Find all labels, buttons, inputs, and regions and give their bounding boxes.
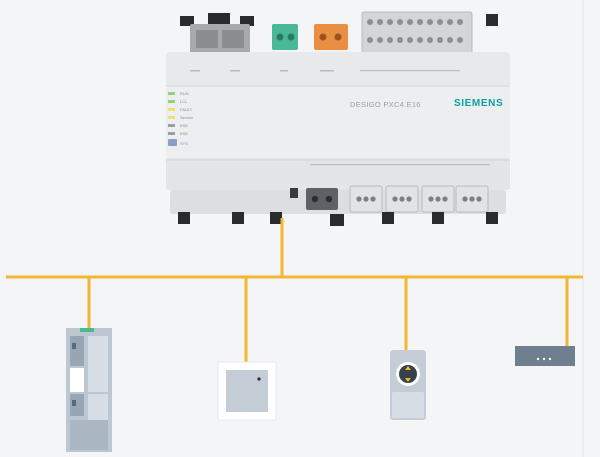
sensor-face bbox=[226, 370, 268, 412]
terminal-marking-row bbox=[190, 70, 490, 166]
io-module-rack-icon bbox=[66, 328, 112, 452]
io-terminal-strip-top bbox=[361, 11, 473, 57]
rack-led bbox=[72, 343, 76, 349]
led-service bbox=[168, 116, 175, 119]
green-terminal-block bbox=[272, 24, 298, 50]
led-label: BSE bbox=[180, 123, 188, 128]
led-bse-2 bbox=[168, 132, 175, 135]
automation-controller: RUN LCL FAULT Service BSE BSE SYS DESIGO… bbox=[166, 11, 510, 226]
mount-clip-top-right bbox=[486, 14, 498, 26]
led-bse bbox=[168, 124, 175, 127]
siemens-logo: SIEMENS bbox=[454, 98, 503, 109]
green-terminal-screw bbox=[276, 33, 284, 41]
rj45-port-1 bbox=[196, 30, 218, 48]
rack-status-strip bbox=[80, 328, 94, 332]
sensor-led bbox=[257, 377, 261, 381]
green-terminal-screw bbox=[287, 33, 295, 41]
led-label: Service bbox=[180, 115, 194, 120]
network-router-icon bbox=[515, 346, 575, 366]
led-lcl bbox=[168, 100, 175, 103]
led-fault bbox=[168, 108, 175, 111]
router-body bbox=[515, 346, 575, 366]
controller-model-label: DESIGO PXC4.E16 bbox=[350, 100, 421, 109]
router-led bbox=[542, 357, 546, 361]
rack-module bbox=[70, 420, 108, 450]
housing-bottom-band bbox=[166, 158, 510, 190]
io-terminal-screws-top bbox=[367, 19, 463, 43]
housing-top-band bbox=[166, 52, 510, 88]
bus-terminal-screw bbox=[325, 195, 333, 203]
bus-terminal-screw bbox=[311, 195, 319, 203]
led-label: RUN bbox=[180, 91, 189, 96]
io-terminal-strip-bottom bbox=[349, 185, 489, 213]
mount-clip-top bbox=[240, 16, 254, 26]
status-led-column: RUN LCL FAULT Service BSE BSE SYS bbox=[168, 91, 194, 146]
operator-dial-knob bbox=[399, 365, 417, 383]
service-button bbox=[168, 139, 177, 146]
led-label: FAULT bbox=[180, 107, 193, 112]
orange-terminal-block bbox=[314, 24, 348, 50]
field-bus bbox=[6, 218, 583, 362]
router-led bbox=[536, 357, 540, 361]
dial-down-arrow bbox=[405, 378, 411, 382]
operator-unit-lower-panel bbox=[392, 392, 424, 418]
housing-front-panel bbox=[166, 86, 510, 160]
rack-module bbox=[70, 394, 84, 416]
rack-led bbox=[72, 400, 76, 406]
rack-display bbox=[70, 368, 84, 392]
bus-terminal-block bbox=[306, 188, 338, 210]
router-led bbox=[548, 357, 552, 361]
bus-connector-small bbox=[290, 188, 298, 198]
led-label: SYS bbox=[180, 141, 188, 146]
din-rail-clips bbox=[178, 212, 498, 226]
mount-clip-top-left bbox=[180, 16, 194, 26]
led-label: LCL bbox=[180, 99, 188, 104]
orange-terminal-screw bbox=[334, 33, 342, 41]
orange-terminal-screw bbox=[319, 33, 327, 41]
rack-module bbox=[88, 394, 108, 420]
rack-module bbox=[70, 336, 84, 366]
power-connector-top bbox=[208, 13, 230, 27]
dial-up-arrow bbox=[405, 366, 411, 370]
room-sensor-icon bbox=[217, 361, 277, 421]
led-run bbox=[168, 92, 175, 95]
rj45-port-2 bbox=[222, 30, 244, 48]
rack-module bbox=[88, 336, 108, 392]
room-operator-unit-icon bbox=[390, 350, 426, 420]
led-label: BSE bbox=[180, 131, 188, 136]
